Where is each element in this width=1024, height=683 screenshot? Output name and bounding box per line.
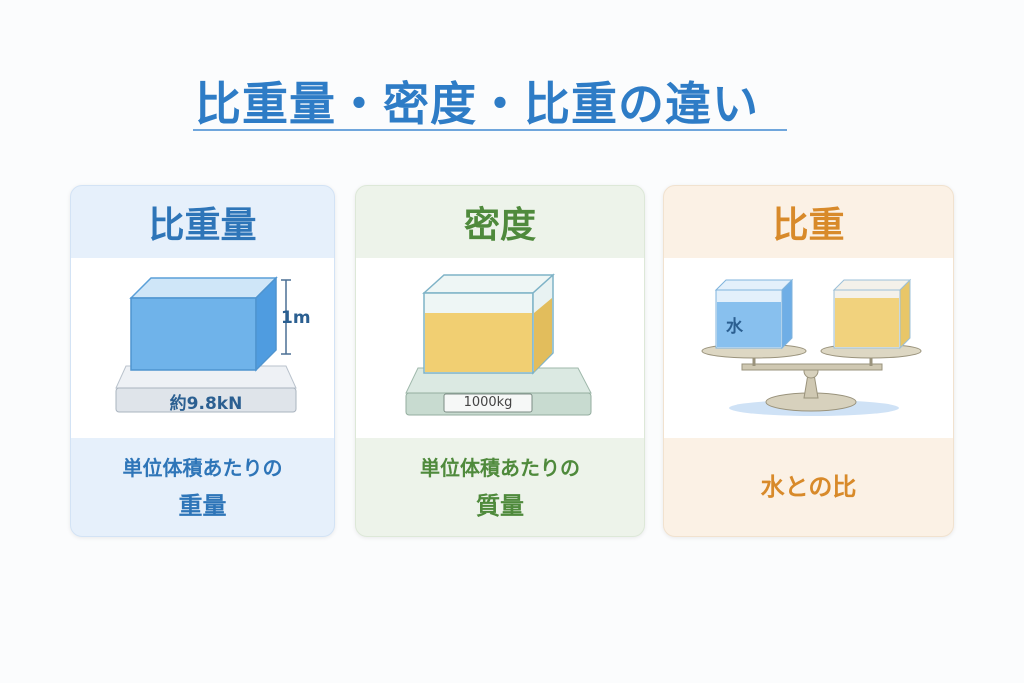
water-tank-illustration: 1m 約9.8kN	[71, 258, 334, 438]
card-description-line2: 質量	[476, 492, 524, 520]
water-cube-label: 水	[726, 317, 743, 337]
card-description: 水との比	[760, 473, 857, 501]
card-description-line1: 単位体積あたりの	[420, 456, 580, 480]
card-specific-gravity: 比重 水 水との比	[663, 185, 954, 537]
height-label: 1m	[281, 308, 311, 328]
card-description-line1: 単位体積あたりの	[122, 456, 283, 480]
card-density: 密度 1000kg 単位体積あたりの 質量	[355, 185, 645, 537]
title-underline	[193, 129, 787, 131]
card-heading: 密度	[463, 205, 536, 246]
scale-reading: 約9.8kN	[169, 394, 243, 414]
sand-scale-illustration: 1000kg	[356, 258, 644, 438]
card-heading: 比重	[772, 205, 845, 246]
card-description-line2: 重量	[178, 492, 227, 520]
card-specific-weight: 比重量 1m 約9.8kN 単位体積あたりの 重量	[70, 185, 335, 537]
scale-reading: 1000kg	[463, 395, 513, 410]
card-heading: 比重量	[148, 205, 257, 246]
balance-illustration: 水	[664, 258, 953, 438]
page-title: 比重量・密度・比重の違い	[195, 77, 759, 131]
